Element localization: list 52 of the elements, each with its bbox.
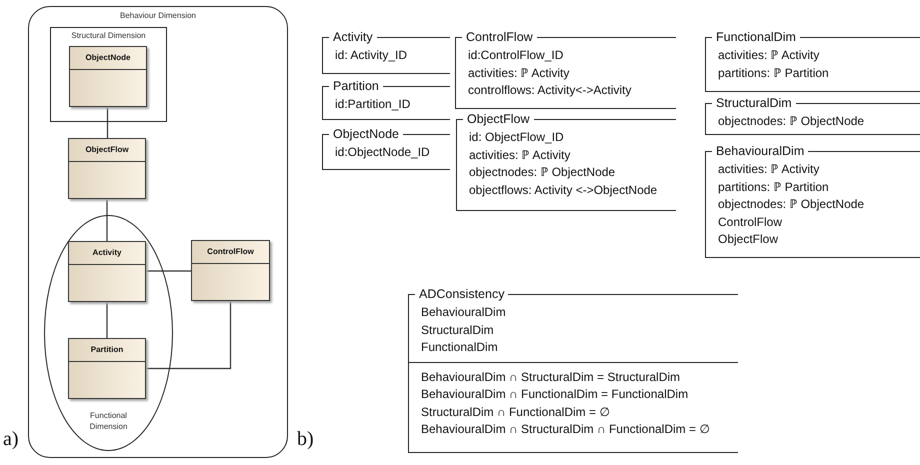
class-box <box>68 138 146 199</box>
declaration-line: StructuralDim <box>421 322 494 338</box>
panel-label: b) <box>297 428 314 451</box>
declaration-line: activities: ℙ Activity <box>468 64 570 82</box>
declaration-line: objectnodes: ℙ ObjectNode <box>718 113 864 130</box>
declaration-line: FunctionalDim <box>421 339 498 356</box>
declaration-line: id:ControlFlow_ID <box>468 47 564 64</box>
schema-title: ADConsistency <box>415 286 508 303</box>
dimension-frame <box>28 6 288 458</box>
class-name: Partition <box>69 339 145 362</box>
declaration-line: activities: ℙ Activity <box>469 146 570 164</box>
declaration-line: id:ObjectNode_ID <box>335 144 430 161</box>
schema-title: ObjectFlow <box>463 111 534 128</box>
class-box <box>68 338 146 399</box>
predicate-line: BehaviouralDim ∩ StructuralDim ∩ FunctionalDim = ∅ <box>421 421 710 438</box>
dimension-frame <box>50 27 167 122</box>
predicate-line: BehaviouralDim ∩ FunctionalDim = FunctionalDim <box>421 386 688 403</box>
class-name: Activity <box>69 242 145 265</box>
connector-line <box>106 302 108 338</box>
panel-label: a) <box>3 428 19 451</box>
class-name: ControlFlow <box>192 241 269 264</box>
declaration-line: partitions: ℙ Partition <box>718 64 829 82</box>
declaration-line: activities: ℙ Activity <box>718 47 820 64</box>
declaration-line: id:Partition_ID <box>335 96 410 113</box>
class-box <box>69 46 147 107</box>
declaration-line: ControlFlow <box>718 214 782 230</box>
predicate-line: StructuralDim ∩ FunctionalDim = ∅ <box>421 404 610 420</box>
declaration-line: objectnodes: ℙ ObjectNode <box>718 196 864 213</box>
dimension-title: Structural Dimension <box>70 30 147 41</box>
declaration-line: BehaviouralDim <box>421 304 506 321</box>
connector-line <box>146 301 232 370</box>
dimension-title: Behaviour Dimension <box>118 10 198 21</box>
class-name: ObjectFlow <box>69 139 145 162</box>
declaration-line: id: Activity_ID <box>335 47 408 64</box>
dimension-ellipse <box>44 215 173 451</box>
declaration-line: partitions: ℙ Partition <box>718 178 829 196</box>
class-box <box>191 240 270 301</box>
connector-line <box>146 270 191 272</box>
connector-line <box>106 107 108 138</box>
class-box <box>68 241 146 302</box>
declaration-line: objectflows: Activity <->ObjectNode <box>469 182 658 198</box>
declaration-line: objectnodes: ℙ ObjectNode <box>469 164 616 181</box>
declaration-line: controlflows: Activity<->Activity <box>468 82 632 99</box>
declaration-line: activities: ℙ Activity <box>718 161 820 178</box>
dimension-title: Functional Dimension <box>88 410 128 432</box>
class-name: ObjectNode <box>70 47 146 70</box>
declaration-line: ObjectFlow <box>718 231 778 248</box>
connector-line <box>106 199 108 241</box>
schema-title: ObjectNode <box>329 126 404 143</box>
schema-title: Activity <box>329 29 377 46</box>
declaration-line: id: ObjectFlow_ID <box>469 129 564 146</box>
predicate-line: BehaviouralDim ∩ StructuralDim = StructuralDim <box>421 368 680 386</box>
